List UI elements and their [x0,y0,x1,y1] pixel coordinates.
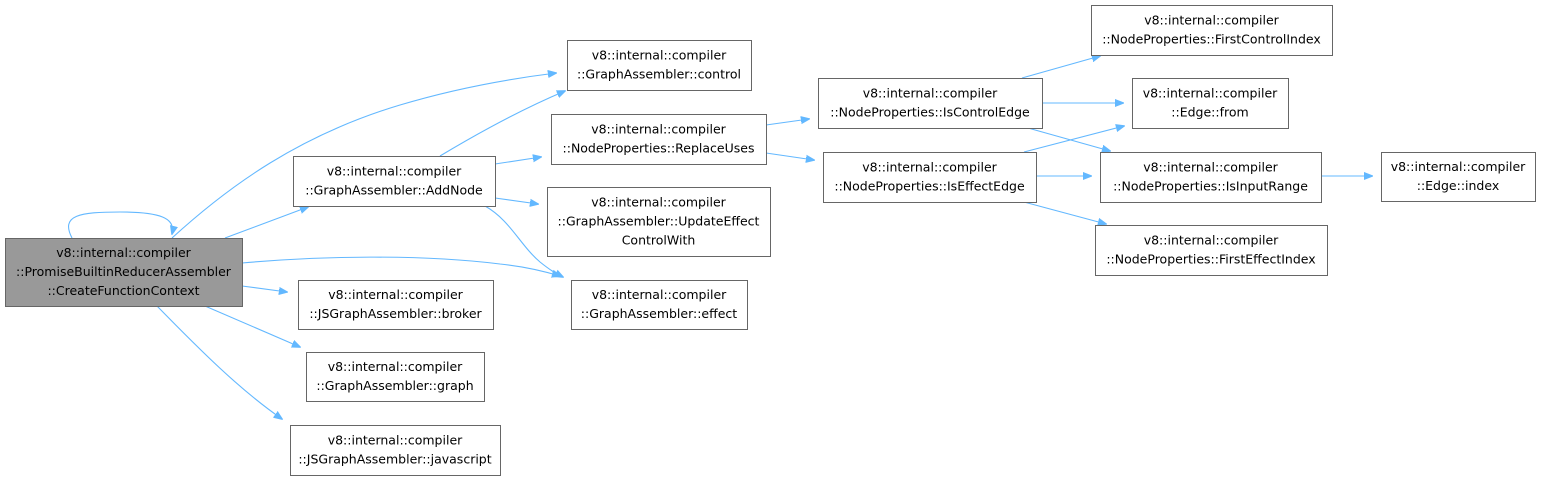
node-label-line: v8::internal::compiler [328,433,463,448]
node-label-line: ::NodeProperties::IsControlEdge [830,105,1030,120]
node-box [1091,5,1333,56]
node-box [1132,78,1289,129]
edge-addnode-to-effect [484,205,563,277]
node-label-line: ::NodeProperties::IsInputRange [1113,179,1308,194]
node-label-line: v8::internal::compiler [1144,13,1279,28]
node-label-line: ControlWith [622,233,696,248]
edge-root-to-javascript [156,305,282,419]
node-label-line: ::GraphAssembler::AddNode [305,183,483,198]
edge-addnode-to-updateeffect [494,197,538,204]
node-iscontroledge[interactable]: v8::internal::compiler::NodeProperties::… [818,78,1043,129]
node-edgeindex[interactable]: v8::internal::compiler::Edge::index [1381,152,1536,202]
node-javascript[interactable]: v8::internal::compiler::JSGraphAssembler… [290,425,501,476]
node-label-line: v8::internal::compiler [591,122,726,137]
edge-root-to-addnode [224,207,308,239]
edge-root-to-control [171,73,556,239]
node-label-line: ::Edge::index [1417,178,1500,193]
node-firsteffectindex[interactable]: v8::internal::compiler::NodeProperties::… [1095,225,1328,276]
node-box [818,78,1043,129]
node-box [567,40,752,91]
node-effect[interactable]: v8::internal::compiler::GraphAssembler::… [571,280,748,330]
node-replaceuses[interactable]: v8::internal::compiler::NodeProperties::… [551,114,767,165]
edge-addnode-to-control [439,91,565,157]
node-label-line: ::NodeProperties::ReplaceUses [563,141,755,156]
node-label-line: ::GraphAssembler::control [577,67,741,82]
node-label-line: ::CreateFunctionContext [47,283,199,298]
node-label-line: v8::internal::compiler [328,287,463,302]
edge-root-to-graph [204,305,300,347]
node-label-line: v8::internal::compiler [56,245,191,260]
node-label-line: v8::internal::compiler [862,160,997,175]
node-box [571,280,748,330]
node-label-line: v8::internal::compiler [1144,233,1279,248]
node-box [298,280,494,330]
edge-replaceuses-to-iscontroledge [765,119,809,126]
node-isinputrange[interactable]: v8::internal::compiler::NodeProperties::… [1100,152,1322,203]
node-box [551,114,767,165]
node-updateeffect[interactable]: v8::internal::compiler::GraphAssembler::… [547,187,771,257]
node-label-line: v8::internal::compiler [592,48,727,63]
node-box [306,352,485,402]
node-box [823,152,1037,203]
node-label-line: ::JSGraphAssembler::broker [309,306,482,321]
node-box [5,238,243,307]
node-box [547,187,771,257]
node-label-line: ::JSGraphAssembler::javascript [298,452,491,467]
edge-root-to-effect [241,256,560,276]
node-label-line: v8::internal::compiler [327,164,462,179]
node-edgefrom[interactable]: v8::internal::compiler::Edge::from [1132,78,1289,129]
node-label-line: v8::internal::compiler [1391,159,1526,174]
node-label-line: ::GraphAssembler::graph [316,378,473,393]
node-label-line: ::GraphAssembler::effect [581,306,738,321]
node-label-line: ::GraphAssembler::UpdateEffect [558,214,760,229]
node-addnode[interactable]: v8::internal::compiler::GraphAssembler::… [293,156,496,207]
node-label-line: ::Edge::from [1171,105,1248,120]
node-iseffectedge[interactable]: v8::internal::compiler::NodeProperties::… [823,152,1037,203]
node-label-line: ::NodeProperties::IsEffectEdge [834,179,1025,194]
edge-addnode-to-replaceuses [494,157,541,165]
node-label-line: v8::internal::compiler [1143,86,1278,101]
node-label-line: ::NodeProperties::FirstControlIndex [1102,32,1321,47]
node-label-line: v8::internal::compiler [863,86,998,101]
edge-replaceuses-to-iseffectedge [765,152,814,160]
node-control[interactable]: v8::internal::compiler::GraphAssembler::… [567,40,752,91]
node-firstcontrolindex[interactable]: v8::internal::compiler::NodeProperties::… [1091,5,1333,56]
node-root: v8::internal::compiler::PromiseBuiltinRe… [5,238,243,307]
edge-root-to-root [68,211,173,239]
node-box [290,425,501,476]
node-label-line: v8::internal::compiler [592,287,727,302]
node-graph[interactable]: v8::internal::compiler::GraphAssembler::… [306,352,485,402]
node-box [1095,225,1328,276]
node-box [293,156,496,207]
edge-iseffectedge-to-edgefrom [1023,126,1124,153]
node-label-line: v8::internal::compiler [328,359,463,374]
node-label-line: v8::internal::compiler [591,195,726,210]
edge-iseffectedge-to-firsteffectindex [1023,201,1106,224]
edge-iscontroledge-to-firstcontrolindex [1021,56,1100,79]
node-broker[interactable]: v8::internal::compiler::JSGraphAssembler… [298,280,494,330]
node-label-line: ::PromiseBuiltinReducerAssembler [16,264,232,279]
node-box [1381,152,1536,202]
node-box [1100,152,1322,203]
node-label-line: v8::internal::compiler [1143,160,1278,175]
edge-iscontroledge-to-isinputrange [1027,127,1110,151]
node-label-line: ::NodeProperties::FirstEffectIndex [1106,252,1315,267]
edge-root-to-broker [241,285,287,292]
